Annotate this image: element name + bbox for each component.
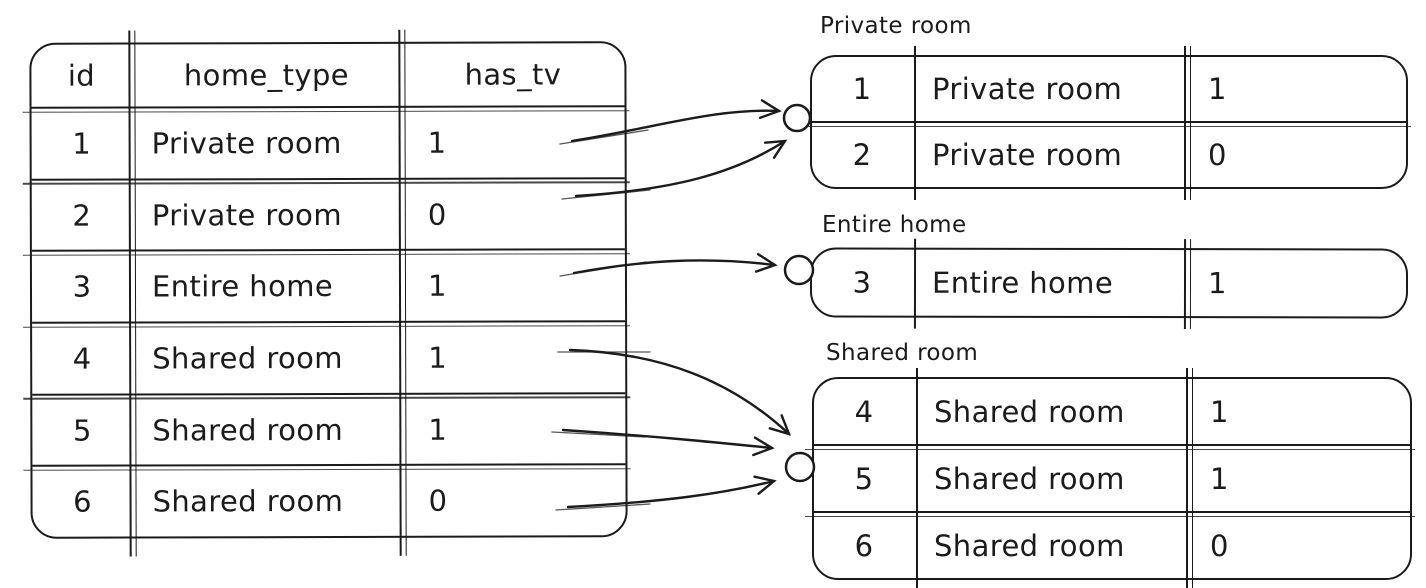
connector-node-shared-room — [784, 451, 816, 483]
cell-has-tv: 0 — [428, 483, 448, 518]
cell-home-type: Private room — [932, 138, 1123, 172]
arrowhead — [754, 253, 778, 273]
source-table: id home_type has_tv 1 Private room 1 2 P… — [29, 29, 628, 557]
cell-id: 1 — [852, 72, 872, 106]
cell-home-type: Private room — [151, 197, 343, 232]
arrowhead — [763, 139, 788, 159]
cell-home-type: Shared room — [934, 461, 1125, 496]
cell-id: 3 — [852, 265, 872, 300]
arrowhead — [753, 475, 777, 495]
arrowhead — [752, 436, 775, 457]
cell-has-tv: 0 — [1208, 138, 1227, 172]
table-row: 2 Private room 0 — [31, 176, 625, 251]
connector-node-entire-home — [783, 254, 815, 286]
cell-home-type: Entire home — [151, 269, 334, 304]
cell-id: 6 — [854, 528, 874, 563]
column-header-id: id — [67, 58, 96, 93]
cell-id: 2 — [852, 138, 872, 172]
cell-has-tv: 1 — [428, 340, 448, 375]
cell-has-tv: 0 — [427, 197, 447, 232]
cell-home-type: Shared room — [152, 484, 344, 519]
cell-home-type: Shared room — [934, 528, 1125, 563]
cell-id: 6 — [73, 484, 93, 519]
source-table-header: id home_type has_tv — [31, 43, 624, 107]
group-label-shared-room: Shared room — [826, 340, 979, 366]
cell-id: 4 — [854, 394, 874, 429]
cell-home-type: Private room — [151, 125, 342, 161]
table-row: 4 Shared room 1 — [814, 379, 1410, 444]
group-table-private-room: 1 Private room 1 2 Private room 0 — [803, 46, 1411, 200]
cell-has-tv: 1 — [427, 125, 447, 160]
column-header-home-type: home_type — [183, 57, 350, 93]
cell-has-tv: 1 — [1207, 266, 1227, 301]
table-row: 5 Shared room 1 — [32, 391, 626, 466]
column-header-has-tv: has_tv — [464, 57, 562, 92]
table-row: 6 Shared room 0 — [32, 463, 626, 537]
group-table-entire-home: 3 Entire home 1 — [809, 238, 1409, 330]
cell-home-type: Shared room — [152, 412, 344, 447]
connector-node-private-room — [782, 103, 812, 133]
group-label-entire-home: Entire home — [822, 212, 967, 238]
arrowhead — [759, 99, 782, 119]
table-row: 2 Private room 0 — [803, 121, 1411, 187]
cell-id: 1 — [72, 126, 92, 161]
group-table-shared-room: 4 Shared room 1 5 Shared room 1 6 Shared… — [805, 368, 1415, 588]
cell-has-tv: 1 — [1210, 461, 1229, 496]
table-row: 3 Entire home 1 — [31, 248, 626, 322]
cell-has-tv: 1 — [427, 268, 447, 303]
cell-home-type: Shared room — [934, 394, 1125, 429]
table-row: 6 Shared room 0 — [805, 511, 1415, 578]
cell-home-type: Shared room — [152, 340, 343, 376]
table-row: 3 Entire home 1 — [812, 249, 1406, 316]
cell-id: 5 — [854, 461, 874, 496]
cell-home-type: Entire home — [931, 265, 1114, 301]
table-row: 5 Shared room 1 — [805, 444, 1415, 511]
table-row: 1 Private room 1 — [31, 105, 625, 179]
group-label-private-room: Private room — [820, 13, 972, 39]
cell-has-tv: 1 — [428, 412, 448, 447]
arrowhead — [768, 414, 792, 436]
cell-id: 5 — [72, 413, 92, 448]
table-row: 1 Private room 1 — [812, 57, 1406, 121]
cell-id: 3 — [72, 269, 92, 304]
cell-id: 4 — [72, 341, 92, 376]
cell-has-tv: 1 — [1208, 72, 1227, 106]
table-row: 4 Shared room 1 — [32, 320, 626, 394]
cell-home-type: Private room — [932, 72, 1123, 106]
cell-has-tv: 1 — [1210, 394, 1229, 429]
cell-id: 2 — [72, 198, 92, 233]
cell-has-tv: 0 — [1210, 528, 1229, 563]
